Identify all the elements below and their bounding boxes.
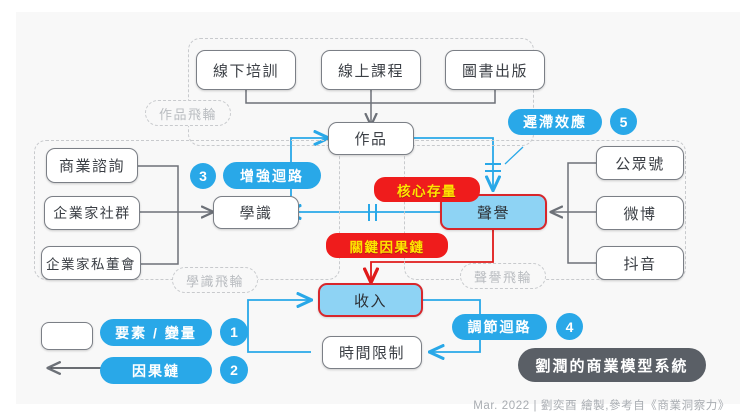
annotation-key-causal-chain-label: 關鍵因果鏈	[349, 239, 425, 255]
legend-item-element-variable-label: 要素 / 變量	[115, 324, 197, 341]
legend-number-1: 1	[220, 318, 248, 346]
annotation-reinforcing-loop: 增強迴路	[223, 162, 321, 189]
node-entrepreneur-board-club-label: 企業家私董會	[46, 257, 136, 272]
annotation-balancing-loop: 調節迴路	[452, 314, 547, 340]
group-label-works-text: 作品飛輪	[158, 106, 217, 122]
annotation-number-5: 5	[610, 108, 637, 135]
caption-text: Mar. 2022 | 劉奕酉 繪製,參考自《商業洞察力》	[473, 400, 730, 412]
annotation-number-4-text: 4	[565, 318, 574, 335]
legend-number-1-text: 1	[230, 324, 238, 340]
annotation-key-causal-chain: 關鍵因果鏈	[326, 233, 448, 258]
node-works-label: 作品	[354, 131, 388, 148]
annotation-number-3-text: 3	[199, 168, 207, 184]
annotation-reinforcing-loop-label: 增強迴路	[240, 167, 304, 184]
legend-number-2-text: 2	[230, 362, 238, 378]
annotation-balancing-loop-label: 調節迴路	[467, 319, 532, 335]
node-business-consulting[interactable]: 商業諮詢	[46, 148, 138, 183]
node-weibo-label: 微博	[623, 205, 657, 223]
group-label-reputation: 聲譽飛輪	[460, 263, 546, 289]
annotation-core-stock: 核心存量	[374, 177, 480, 202]
node-knowledge-label: 學識	[239, 205, 273, 222]
node-business-consulting-label: 商業諮詢	[58, 158, 125, 175]
node-entrepreneur-board-club[interactable]: 企業家私董會	[41, 246, 141, 280]
node-time-limit[interactable]: 時間限制	[322, 336, 422, 369]
group-label-works: 作品飛輪	[145, 100, 231, 126]
node-weibo[interactable]: 微博	[596, 196, 684, 230]
node-official-account[interactable]: 公眾號	[596, 146, 684, 180]
node-entrepreneur-community-label: 企業家社群	[53, 205, 131, 221]
node-offline-training[interactable]: 線下培訓	[196, 50, 296, 90]
node-works[interactable]: 作品	[328, 122, 414, 155]
node-revenue[interactable]: 收入	[318, 283, 423, 317]
page-title-text: 劉潤的商業模型系統	[535, 357, 689, 375]
node-douyin[interactable]: 抖音	[596, 246, 684, 280]
group-label-knowledge-text: 學識飛輪	[185, 273, 244, 289]
node-offline-training-label: 線下培訓	[212, 62, 279, 80]
node-knowledge[interactable]: 學識	[213, 196, 299, 229]
group-label-knowledge: 學識飛輪	[172, 267, 258, 293]
node-revenue-label: 收入	[353, 292, 387, 310]
annotation-delay-effect-label: 遲滯效應	[523, 114, 587, 130]
node-douyin-label: 抖音	[623, 255, 657, 273]
legend-item-causal-chain: 因果鏈	[100, 357, 212, 384]
legend-item-element-variable: 要素 / 變量	[100, 319, 212, 346]
node-online-course[interactable]: 線上課程	[321, 50, 421, 90]
page-title: 劉潤的商業模型系統	[518, 348, 706, 382]
node-entrepreneur-community[interactable]: 企業家社群	[44, 196, 140, 230]
node-reputation-label: 聲譽	[476, 204, 510, 222]
group-label-reputation-text: 聲譽飛輪	[473, 269, 532, 285]
legend-item-causal-chain-label: 因果鏈	[132, 362, 180, 379]
node-online-course-label: 線上課程	[337, 62, 404, 80]
annotation-core-stock-label: 核心存量	[397, 183, 457, 199]
caption: Mar. 2022 | 劉奕酉 繪製,參考自《商業洞察力》	[400, 397, 730, 413]
annotation-number-5-text: 5	[619, 113, 628, 130]
annotation-delay-effect: 遲滯效應	[508, 109, 602, 135]
node-book-publishing[interactable]: 圖書出版	[445, 50, 545, 90]
node-time-limit-label: 時間限制	[338, 345, 405, 362]
annotation-number-4: 4	[556, 313, 583, 340]
legend-symbol-element-box	[41, 322, 93, 350]
legend-number-2: 2	[220, 356, 248, 384]
node-book-publishing-label: 圖書出版	[461, 62, 528, 80]
annotation-number-3: 3	[190, 163, 216, 189]
node-official-account-label: 公眾號	[615, 155, 665, 173]
